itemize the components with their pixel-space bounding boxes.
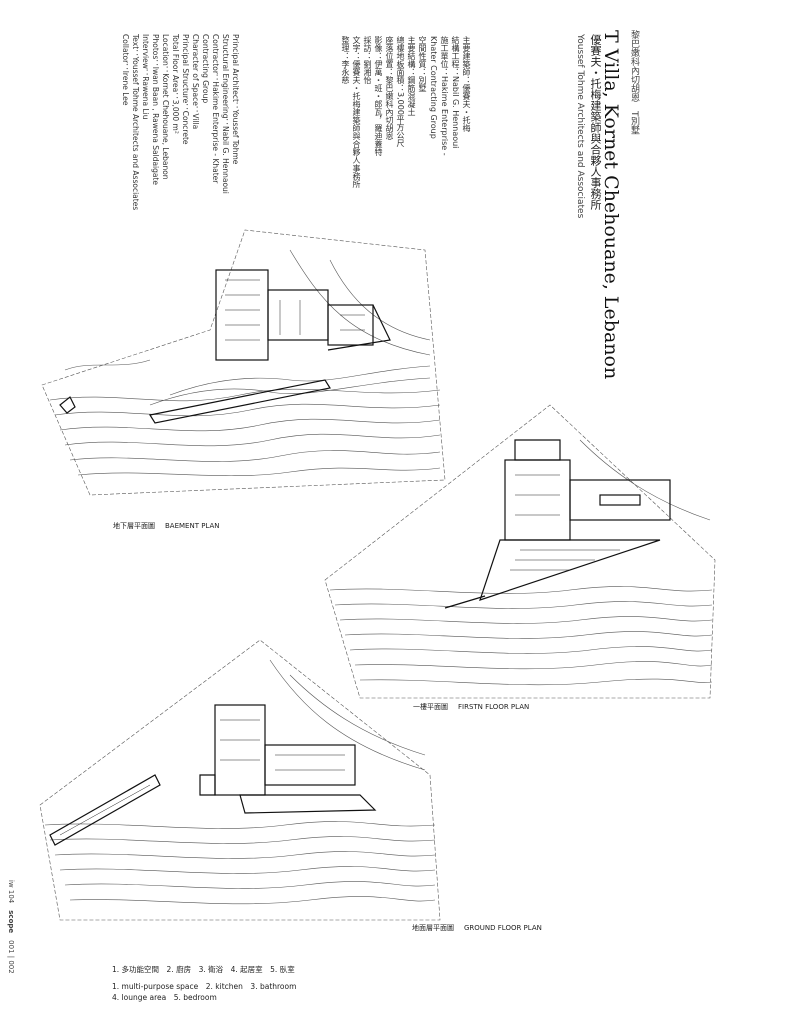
caption-en: FIRSTN FLOOR PLAN — [458, 703, 530, 711]
legend-en-line2: 4. lounge area 5. bedroom — [112, 993, 217, 1002]
page-numbers: 001 | 002 — [7, 940, 15, 974]
region-zh: 黎巴嫩科內切胡恩 — [629, 30, 639, 102]
credit-line: Khater Contracting Group — [429, 36, 438, 139]
legend-zh: 1. 多功能空間 2. 廚房 3. 衛浴 4. 起居室 5. 臥室 — [112, 965, 295, 974]
credit-line: 採訪：劉湘怡 — [363, 36, 372, 84]
page-sidebar: iw 104 scope 001 | 002 — [6, 880, 16, 974]
caption-en: GROUND FLOOR PLAN — [464, 924, 542, 932]
architect-zh: 優賽夫・托梅建築師與合夥人事務所 — [589, 34, 602, 210]
credit-line: Photos：Iwan Baan , Rawena Saldaigate — [151, 34, 160, 186]
credit-line: 整理：李永慈 — [341, 36, 350, 84]
credit-line: 結構工程：Nabil G. Hennaoui — [451, 36, 460, 149]
basement-plan-drawing — [41, 229, 446, 496]
credit-line: Principal Architect：Youssef Tohme — [231, 34, 240, 165]
magazine-name: scope — [7, 910, 15, 934]
credit-line: Collator：Irene Lee — [121, 34, 130, 106]
architect-en: Youssef Tohme Architects and Associates — [575, 34, 585, 219]
region-label-zh: 黎巴嫩科內切胡恩 T別墅 — [628, 30, 641, 135]
caption-zh: 一樓平面圖 — [413, 703, 448, 711]
credit-line: 空間性質：別墅 — [418, 36, 427, 92]
issue-number: iw 104 — [7, 880, 15, 904]
caption-zh: 地面層平面圖 — [412, 924, 454, 932]
credit-line: Total Floor Area：3,000 m² — [171, 34, 180, 134]
credit-line: Character of Space：Villa — [191, 34, 200, 130]
credit-line: 影像：伊萬・班・郎瓦，羅迪蓋特 — [374, 36, 383, 156]
caption-en: BAEMENT PLAN — [165, 522, 220, 530]
ground-floor-plan-caption: 地面層平面圖 GROUND FLOOR PLAN — [412, 923, 542, 933]
villa-zh: T別墅 — [629, 111, 639, 135]
credit-line: Contractor：Hakime Enterprise - Khater — [211, 34, 220, 184]
credit-line: Structural Engineering：Nabil G. Hennaoui — [221, 34, 230, 194]
legend-en-line1: 1. multi-purpose space 2. kitchen 3. bat… — [112, 981, 297, 991]
room-legend: 1. 多功能空間 2. 廚房 3. 衛浴 4. 起居室 5. 臥室 1. mul… — [112, 964, 296, 1004]
caption-zh: 地下層平面圖 — [113, 522, 155, 530]
credit-line: 文字：優賽夫・托梅建築師與合夥人事務所 — [352, 36, 361, 188]
credit-line: 主要建築師：優賽夫・托梅 — [462, 36, 471, 132]
basement-plan-caption: 地下層平面圖 BAEMENT PLAN — [113, 521, 220, 531]
credit-line: 主要結構：鋼筋混凝土 — [407, 36, 416, 116]
credit-line: Location：Kornet Chehouane, Lebanon — [161, 34, 170, 180]
first-floor-plan-drawing — [324, 404, 716, 699]
credits-en: Principal Architect：Youssef Tohme Struct… — [120, 34, 240, 234]
credit-line: Text：Youssef Tohme Architects and Associ… — [131, 34, 140, 211]
credit-line: 施工單位：Hakime Enterprise - — [440, 36, 449, 156]
credit-line: 總樓地板面積：3,000平方公尺 — [396, 36, 405, 147]
credit-line: Contracting Group — [201, 34, 210, 104]
article-title: T Villa, Kornet Chehouane, Lebanon — [600, 30, 622, 380]
credit-line: 座落位置：黎巴嫩科內切胡恩 — [385, 36, 394, 140]
first-floor-plan-caption: 一樓平面圖 FIRSTN FLOOR PLAN — [413, 702, 529, 712]
credit-line: Principal Structure：Concrete — [181, 34, 190, 145]
credits-zh: 主要建築師：優賽夫・托梅 結構工程：Nabil G. Hennaoui 施工單位… — [340, 36, 472, 226]
credit-line: Interview：Rawena Liu — [141, 34, 150, 120]
ground-floor-plan-drawing — [39, 639, 441, 921]
